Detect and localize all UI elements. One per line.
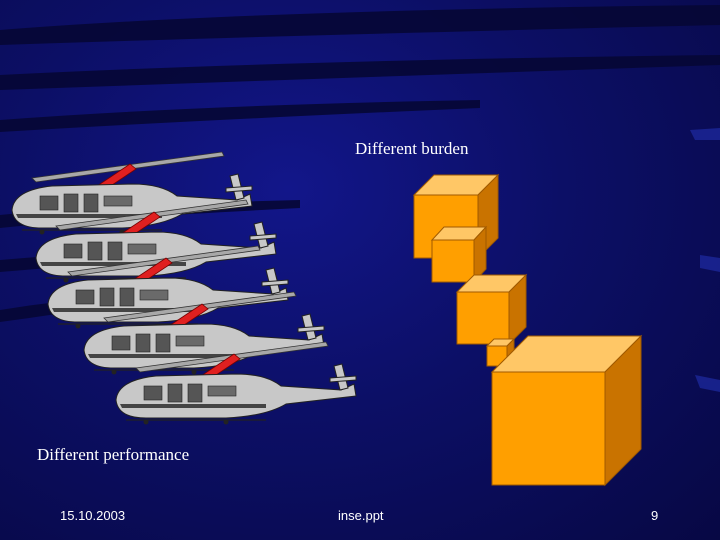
cube-icon [490, 334, 643, 487]
cube-icon [485, 337, 516, 368]
different-burden-label: Different burden [355, 139, 469, 158]
cube-icon [430, 225, 488, 284]
footer-filename: inse.ppt [338, 508, 384, 523]
helicopter-fleet [11, 151, 357, 426]
helicopter-icon [11, 151, 253, 236]
cube-icon [455, 273, 528, 346]
slide-number: 9 [651, 508, 659, 523]
different-performance-label: Different performance [37, 445, 190, 464]
cube-stack [412, 173, 643, 487]
footer-date: 15.10.2003 [60, 508, 126, 523]
